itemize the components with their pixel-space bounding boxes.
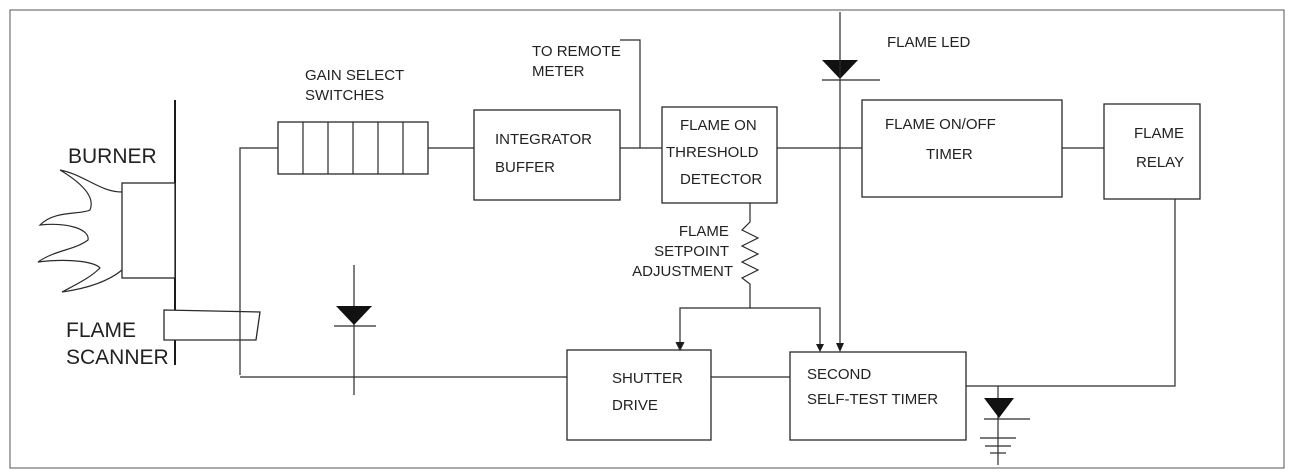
self-test-timer-label: SECOND SELF-TEST TIMER [807,366,938,408]
flame-on-threshold-detector-box [661,106,778,204]
flame-on-off-timer-label: FLAME ON/OFF TIMER [885,116,1000,163]
flame-scanner [163,309,261,341]
ground-icon [980,386,1030,465]
signal-lines [239,12,1176,387]
shutter-drive-box [566,349,712,441]
flame-on-threshold-detector-label: FLAME ON THRESHOLD DETECTOR [666,117,763,188]
gain-select-switches [277,121,429,175]
gain-select-label: GAIN SELECT SWITCHES [305,67,408,104]
flame-icon [37,169,123,293]
flame-scanner-label: FLAME SCANNER [66,319,169,369]
arrow-to-self-test-left [816,344,824,352]
integrator-buffer-box [473,109,621,201]
loop-diode-icon [334,265,376,395]
flame-setpoint-label: FLAME SETPOINT ADJUSTMENT [632,223,733,280]
integrator-buffer-label: INTEGRATOR BUFFER [495,131,596,176]
setpoint-resistor [740,203,760,290]
flame-relay-box [1103,103,1201,200]
to-remote-meter-label: TO REMOTE METER [532,43,625,80]
flame-relay-label: FLAME RELAY [1134,125,1188,171]
arrow-to-self-test-right [836,343,844,352]
self-test-timer-box [789,351,967,441]
flame-on-off-timer-box [861,99,1063,198]
arrow-to-shutter [676,342,684,350]
burner-label: BURNER [68,145,157,168]
diagram-frame [9,9,1285,469]
flame-led-label: FLAME LED [887,34,971,51]
shutter-drive-label: SHUTTER DRIVE [612,370,687,414]
